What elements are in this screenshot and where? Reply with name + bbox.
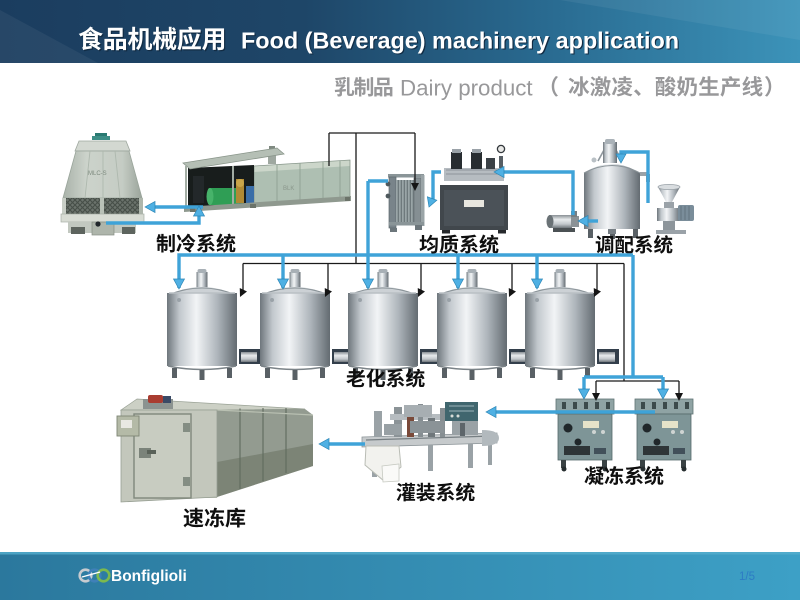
svg-text:Food (Beverage) machinery appl: Food (Beverage) machinery application (241, 28, 679, 54)
svg-text:Dairy product: Dairy product (400, 76, 533, 101)
svg-text:Bonfiglioli: Bonfiglioli (111, 568, 187, 585)
svg-text:BLK: BLK (283, 186, 294, 192)
svg-text:MLC-S: MLC-S (88, 171, 107, 177)
svg-text:Food (Beverage) machinery appl: Food (Beverage) machinery application (242, 29, 680, 55)
svg-text:1/5: 1/5 (739, 571, 755, 583)
